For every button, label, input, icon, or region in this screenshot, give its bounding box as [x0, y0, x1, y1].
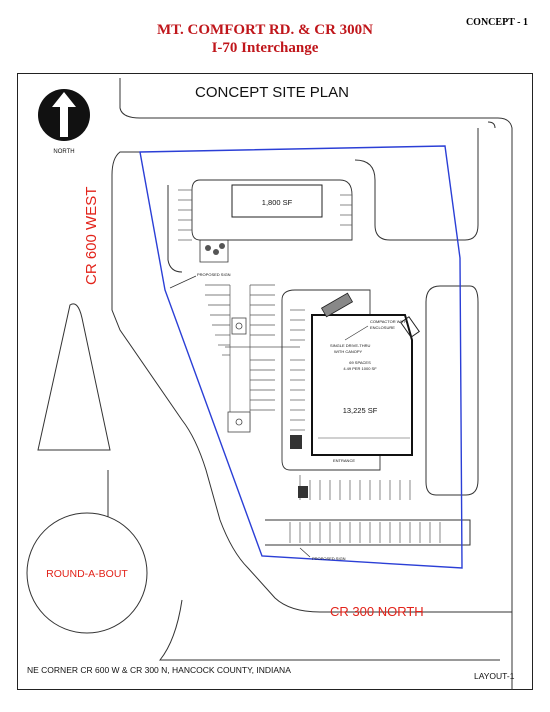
footer-location: NE CORNER CR 600 W & CR 300 N, HANCOCK C… — [27, 665, 291, 675]
small-site-parking — [178, 189, 352, 241]
north-arrow — [38, 89, 90, 141]
main-front-parking — [290, 309, 411, 500]
entrance-label: ENTRANCE — [333, 458, 355, 463]
road-label-west: CR 600 WEST — [83, 187, 100, 285]
road-edge-west-south — [111, 151, 512, 613]
concept-tag: CONCEPT - 1 — [465, 17, 528, 28]
roundabout-circle — [26, 512, 148, 634]
compactor-enclosure — [320, 292, 354, 318]
sign-leader-2 — [299, 547, 311, 558]
road-label-south: CR 300 NORTH — [330, 604, 424, 619]
parking-note-1: 69 SPACES — [349, 360, 371, 365]
plan-title: CONCEPT SITE PLAN — [195, 84, 349, 101]
main-building-area: 13,225 SF — [343, 406, 378, 415]
landscape-dot — [213, 249, 219, 255]
small-building — [231, 184, 323, 218]
drive-thru-note-2: WITH CANOPY — [334, 349, 363, 354]
property-line — [139, 145, 463, 569]
landscape-dot — [205, 245, 211, 251]
compactor-note-1: COMPACTOR WITH — [370, 319, 407, 324]
west-curb — [167, 185, 183, 273]
proposed-sign-label-2: PROPOSED SIGN — [312, 556, 346, 561]
page-title-line-1: MT. COMFORT RD. & CR 300N — [157, 22, 373, 38]
parking-island — [227, 411, 251, 433]
median-triangle — [37, 303, 111, 451]
south-parking-row — [265, 519, 471, 546]
drive-thru-note-1: SINGLE DRIVE-THRU — [330, 343, 371, 348]
drive-thru-loop — [191, 179, 353, 241]
drawing-frame — [17, 73, 533, 690]
parking-island — [231, 317, 247, 335]
road-curb-ne — [487, 121, 496, 129]
north-label: NORTH — [53, 149, 74, 155]
small-building-area: 1,800 SF — [262, 198, 293, 207]
footer-layout: LAYOUT-1 — [474, 671, 515, 681]
main-building-site — [281, 289, 441, 543]
road-outlines — [37, 78, 513, 690]
proposed-sign-label-1: PROPOSED SIGN — [197, 272, 231, 277]
compactor-leader — [344, 325, 369, 341]
road-edge-south — [158, 599, 500, 661]
road-edge-east-lane — [354, 128, 479, 241]
landscape-dot — [219, 243, 225, 249]
north-arrow-icon — [52, 92, 76, 137]
dumpster-area — [199, 240, 229, 263]
central-parking — [205, 284, 300, 430]
drive-thru-canopy — [400, 316, 420, 338]
tree-symbol — [235, 322, 243, 330]
tree-symbol — [235, 418, 243, 426]
page-title-line-2: I-70 Interchange — [211, 40, 319, 56]
parking-note-2: 4.49 PER 1000 SF — [343, 366, 377, 371]
road-edge-north-outer — [119, 78, 513, 690]
accessible-stall — [290, 435, 302, 449]
main-building — [311, 314, 413, 456]
compactor-note-2: ENCLOSURE — [370, 325, 395, 330]
east-island — [425, 285, 479, 496]
south-row-parking — [289, 522, 441, 543]
small-building-site — [178, 179, 353, 263]
accessible-stall — [298, 486, 308, 498]
roundabout-label: ROUND-A-BOUT — [46, 568, 128, 580]
sign-leader-1 — [169, 275, 197, 289]
